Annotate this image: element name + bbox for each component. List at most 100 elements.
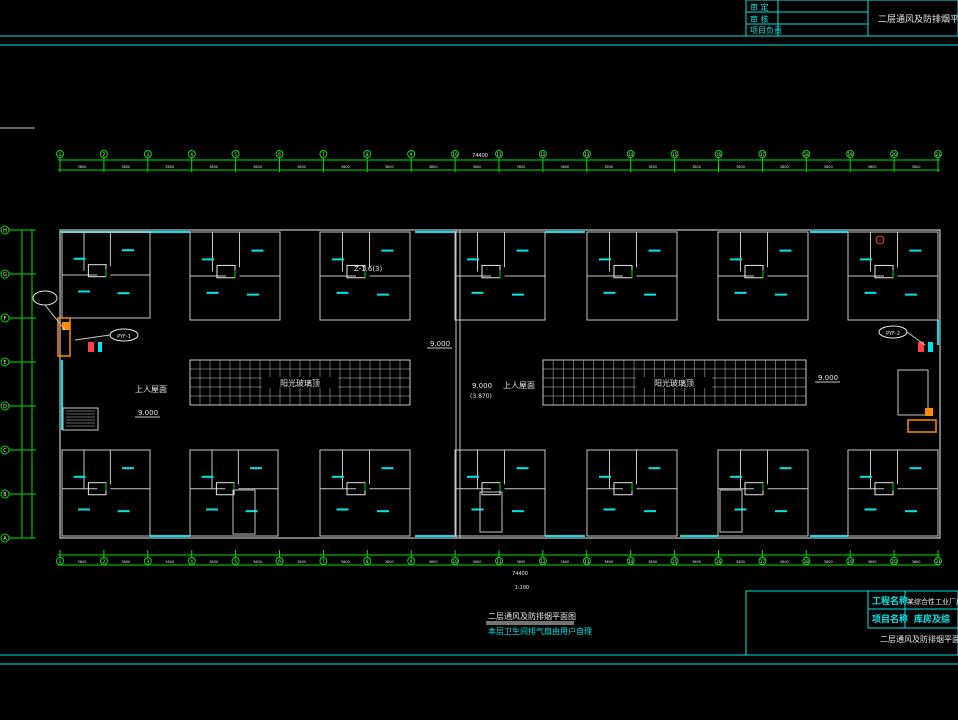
elev-label-3: 9.000 [472,382,492,390]
axis-bubble [363,557,372,565]
bottom-total-dim: 74400 [512,571,528,577]
roof-left-label: 上人屋面 [135,385,167,394]
axis-label: 21 [935,559,941,564]
axis-label: 2 [103,152,106,157]
callouts: PYF-1 PYF-2 [32,290,926,346]
elev-label-2: 9.000 [430,340,450,348]
axis-bubble [0,313,10,323]
room-code-label: Z-1.6(3) [354,265,383,273]
axis-label: 11 [496,152,502,157]
dim-tick: 3600 [253,165,262,169]
skylight-right-label: 阳光玻璃顶 [654,378,694,388]
drawing-frame [0,35,958,665]
dim-tick: 3600 [209,165,218,169]
dim-tick: 3600 [297,560,306,564]
roof-annotations: 上人屋面 上人屋面 9.000 9.000 9.000 (3.870) 9.00… [135,265,840,418]
tb-item-label: 项目名称 [872,613,908,625]
axis-label: 5 [234,152,237,157]
axis-label: 15 [672,559,678,564]
caption: 二层通风及防排烟平面图 本层卫生间排气扇由用户自理 [486,611,592,636]
axis-bubble [495,150,503,158]
axis-label: 21 [935,152,941,157]
axis-bubble [934,150,942,158]
elev-sub-label: (3.870) [470,393,492,400]
dim-tick: 3600 [648,560,657,564]
axis-label: E [3,360,6,366]
skylight-left-label: 阳光玻璃顶 [280,378,320,388]
dim-tick: 3600 [341,165,350,169]
axis-bubble [846,150,855,158]
axis-bubble [275,150,284,158]
axis-bubble [582,150,591,158]
elev-label-1: 9.000 [138,409,158,417]
axis-bubble [846,557,855,565]
room-module [847,449,939,537]
dim-tick: 3600 [912,165,921,169]
axis-bubble [890,150,899,158]
axis-bubble [626,150,635,158]
axis-label: 9 [410,559,413,564]
axis-label: 5 [234,559,237,564]
tb-item-value: 库房及综 [914,613,950,625]
axis-bubble [538,150,547,158]
axis-bubble [231,150,240,158]
axis-bubble [56,557,64,565]
room-module [319,449,411,537]
room-module [61,449,151,537]
axis-bubble [714,150,723,158]
room-module [454,449,546,537]
dim-tick: 3600 [604,165,613,169]
axis-label: 4 [190,152,193,157]
axis-label: 1 [59,152,62,157]
axis-bubble [802,150,811,158]
axis-bubble [187,150,196,158]
building-walls [59,229,941,539]
skylight-right: 阳光玻璃顶 [542,359,807,406]
dim-tick: 3600 [473,165,482,169]
axis-bubble [0,401,10,411]
axis-label: 18 [804,152,810,157]
axis-bubble [670,150,679,158]
dimension-lines: 74400 74400 1:100 [21,153,940,591]
tb-drawing-name: 二层通风及防排烟平面图 [878,13,958,25]
axis-label: 12 [540,152,546,157]
axis-label: H [3,228,7,234]
dim-tick: 3600 [560,560,569,564]
axis-bubble [495,557,503,565]
tb-project-value: 某综合性工业厂房 [907,597,958,606]
axis-label: 16 [716,559,722,564]
axis-label: 2 [103,559,106,564]
axis-bubble [99,150,108,158]
axis-label: 18 [804,559,810,564]
axis-bubble [0,225,10,235]
axis-label: B [3,492,7,498]
axis-bubble [407,150,416,158]
dim-tick: 3600 [780,560,789,564]
dim-tick: 3600 [692,560,701,564]
hvac-equipment [57,235,937,433]
axis-bubble [934,557,942,565]
axis-label: 17 [760,152,766,157]
axis-bubble [890,557,899,565]
room-module [586,449,678,537]
room-module [717,449,809,537]
dim-tick: 3600 [209,560,218,564]
axis-bubble [451,150,460,158]
dim-tick: 3600 [736,560,745,564]
dim-tick: 3600 [824,560,833,564]
axis-bubble [714,557,723,565]
axis-label: 13 [584,152,590,157]
axis-bubble [143,150,152,158]
axis-bubble [231,557,240,565]
axis-label: 10 [453,152,459,157]
axis-label: 9 [410,152,413,157]
dim-tick: 3600 [516,560,525,564]
axis-label: G [3,272,7,278]
axis-label: 14 [628,559,634,564]
axis-label: 14 [628,152,634,157]
axis-label: 12 [540,559,546,564]
axis-bubble [275,557,284,565]
axis-bubble [0,533,10,543]
